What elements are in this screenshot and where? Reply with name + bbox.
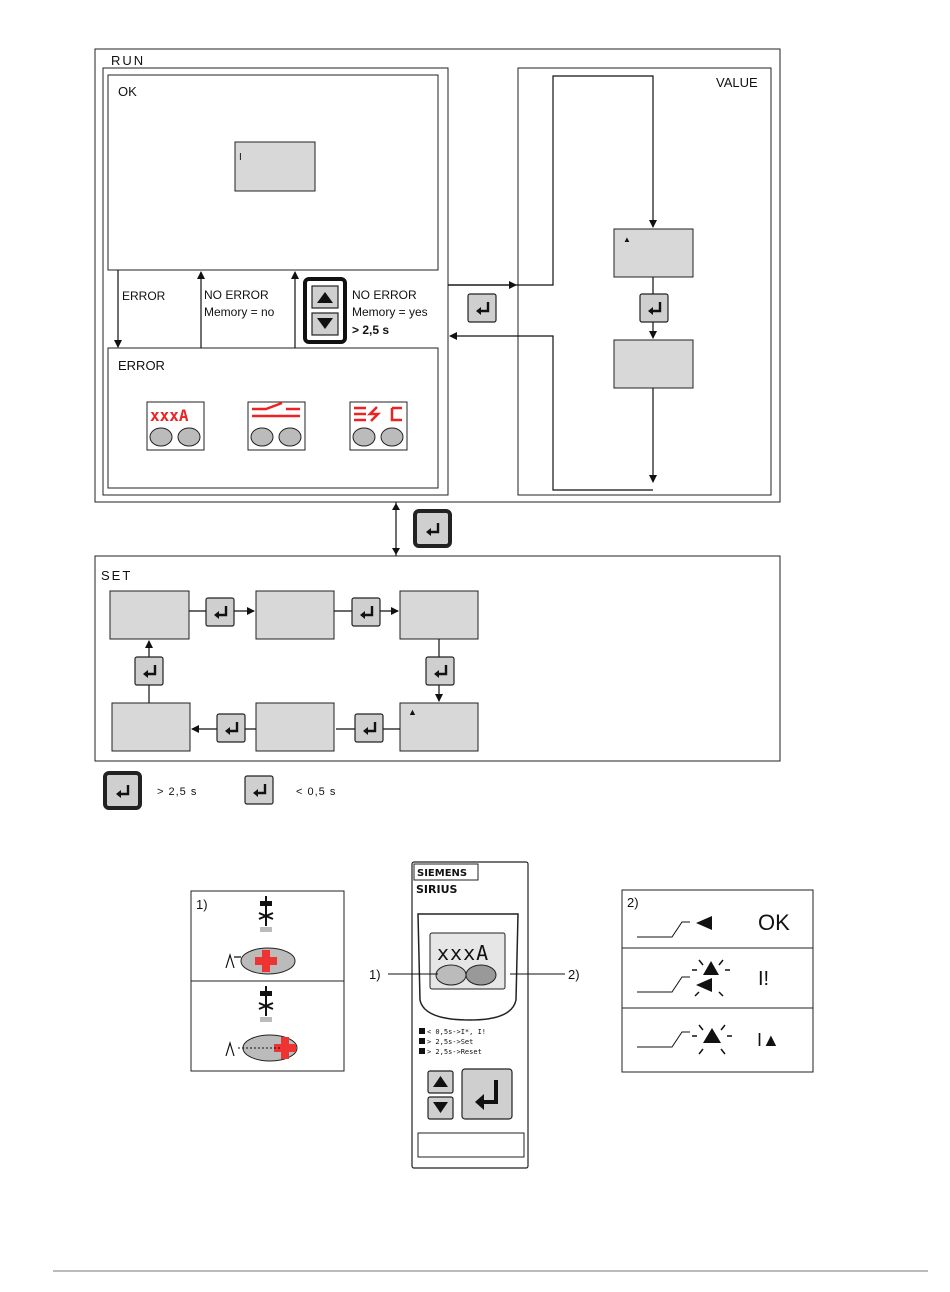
blink-triangle-icon (703, 1028, 721, 1043)
led-state-ok-label: OK (758, 910, 790, 935)
led-triangle-icon (696, 978, 712, 992)
set-display-2 (256, 591, 334, 639)
panel-2-label: 2) (627, 895, 639, 910)
error-label: ERROR (118, 358, 165, 373)
panel-1: 1) (191, 891, 344, 1071)
set-display-3 (400, 591, 478, 639)
ok-display-text: I (239, 152, 242, 163)
led-triangle-icon (696, 916, 712, 930)
device-instruction-1: < 0,5s->I*, I! (427, 1028, 486, 1036)
enter-key-icon-long-run-set[interactable] (415, 511, 450, 546)
no-error-no-line2: Memory = no (204, 305, 275, 319)
device: SIEMENS SIRIUS xxxA 1) 2) < 0,5s->I*, I!… (369, 862, 580, 1168)
legend-short-press: < 0,5 s (296, 786, 336, 798)
set-group: SET ▲ (95, 556, 780, 761)
run-group: RUN OK I ERROR ERROR NO ERROR Memory = n… (95, 49, 780, 502)
led-state-memory: I▲ (637, 1025, 780, 1054)
led-state-ok: OK (637, 910, 790, 937)
contact-state-icon-upper (226, 896, 295, 974)
no-error-yes-line3: > 2,5 s (352, 323, 389, 337)
no-error-yes-line2: Memory = yes (352, 305, 428, 319)
value-display-2 (614, 340, 693, 388)
device-led-1 (436, 965, 466, 985)
enter-key-icon-set-4[interactable] (355, 714, 383, 742)
value-title: VALUE (716, 75, 758, 90)
contact-state-icon-lower (226, 986, 297, 1061)
value-box (518, 68, 771, 495)
device-instruction-3: > 2,5s->Reset (427, 1048, 482, 1056)
error-display-1-text: xxxA (150, 406, 189, 425)
ok-display (235, 142, 315, 191)
no-error-no-line1: NO ERROR (204, 288, 269, 302)
device-instruction-2: > 2,5s->Set (427, 1038, 473, 1046)
no-error-yes-line1: NO ERROR (352, 288, 417, 302)
enter-key-icon-value-step[interactable] (640, 294, 668, 322)
enter-key-icon-set-5[interactable] (217, 714, 245, 742)
led-state-blink: I! (637, 960, 769, 996)
run-title: RUN (111, 53, 145, 68)
device-brand: SIEMENS (417, 868, 467, 879)
set-display-6 (112, 703, 190, 751)
panel-1-label: 1) (196, 897, 208, 912)
enter-key-icon-set-6[interactable] (135, 657, 163, 685)
value-display-1-text: ▲ (623, 235, 631, 244)
error-display-contact (248, 402, 305, 450)
set-title: SET (101, 568, 132, 583)
error-display-overcurrent: xxxA (147, 402, 204, 450)
set-display-5 (256, 703, 334, 751)
callout-2: 2) (568, 967, 580, 982)
enter-key-icon-set-3[interactable] (426, 657, 454, 685)
panel-2: 2) OK I! I▲ (622, 890, 813, 1072)
device-led-2 (466, 965, 496, 985)
led-state-memory-label: I▲ (757, 1030, 780, 1050)
error-display-fault (350, 402, 407, 450)
legend-long-press: > 2,5 s (157, 786, 197, 798)
enter-key-icon-run-value[interactable] (468, 294, 496, 322)
enter-key-icon-set-2[interactable] (352, 598, 380, 626)
error-transition-label: ERROR (122, 289, 166, 303)
set-display-4-text: ▲ (408, 707, 417, 717)
device-model: SIRIUS (416, 883, 458, 896)
legend: > 2,5 s < 0,5 s (105, 773, 336, 808)
enter-key-icon-set-1[interactable] (206, 598, 234, 626)
enter-key-icon-long-legend (105, 773, 140, 808)
device-enter-key[interactable] (462, 1069, 512, 1119)
blink-triangle-icon (703, 961, 719, 975)
set-display-1 (110, 591, 189, 639)
callout-1: 1) (369, 967, 381, 982)
device-display: xxxA (437, 941, 489, 965)
device-label-field (418, 1133, 524, 1157)
ok-label: OK (118, 84, 137, 99)
enter-key-icon-short-legend (245, 776, 273, 804)
led-state-blink-label: I! (758, 968, 769, 990)
